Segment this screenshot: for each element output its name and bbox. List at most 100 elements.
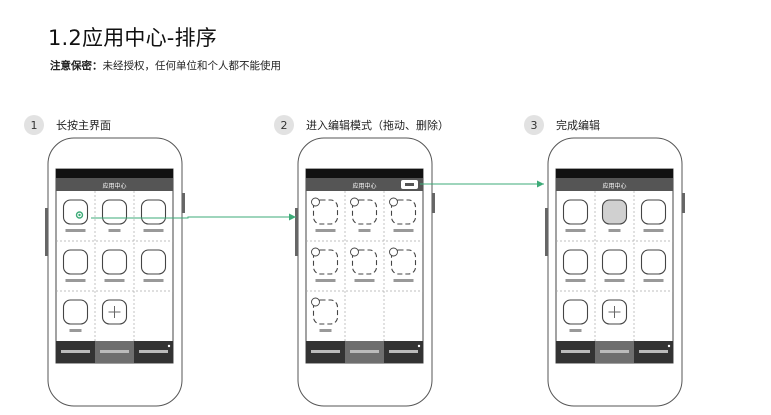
app-icon-shape[interactable] xyxy=(601,199,628,225)
app-icon-shape[interactable] xyxy=(62,249,89,275)
screen-header xyxy=(56,178,173,191)
app-label-placeholder xyxy=(604,279,625,282)
arrow-step1-to-step2 xyxy=(91,213,296,221)
done-button-mark xyxy=(405,183,414,186)
app-icon[interactable] xyxy=(389,197,417,232)
add-app-button[interactable] xyxy=(601,299,628,325)
step-3: 3 完成编辑 xyxy=(524,114,600,136)
app-icon[interactable] xyxy=(601,199,628,232)
app-icon-shape[interactable] xyxy=(351,199,378,225)
app-label-placeholder xyxy=(643,279,664,282)
app-icon-shape[interactable] xyxy=(640,199,667,225)
step-label: 进入编辑模式（拖动、删除） xyxy=(306,119,449,132)
phone-2: 应用中心 xyxy=(295,137,435,407)
app-icon[interactable] xyxy=(601,249,628,282)
app-icon[interactable] xyxy=(62,299,89,332)
step-number: 2 xyxy=(274,115,294,135)
side-button xyxy=(182,193,185,213)
app-icon-shape[interactable] xyxy=(562,299,589,325)
app-icon-shape[interactable] xyxy=(62,299,89,325)
tab-label-placeholder xyxy=(61,350,90,353)
step-2: 2 进入编辑模式（拖动、删除） xyxy=(274,114,449,136)
app-label-placeholder xyxy=(143,279,164,282)
app-icon[interactable] xyxy=(101,249,128,282)
app-icon[interactable] xyxy=(562,299,589,332)
app-label-placeholder xyxy=(65,229,86,232)
app-label-placeholder xyxy=(608,229,621,232)
app-label-placeholder xyxy=(393,279,414,282)
page-title: 1.2应用中心-排序 xyxy=(48,26,217,50)
app-icon[interactable] xyxy=(311,247,339,282)
step-number: 1 xyxy=(24,115,44,135)
app-icon[interactable] xyxy=(140,249,167,282)
app-label-placeholder xyxy=(393,229,414,232)
delete-badge-icon[interactable] xyxy=(311,197,320,207)
app-icon-shape[interactable] xyxy=(640,249,667,275)
tab-label-placeholder xyxy=(639,350,668,353)
delete-badge-icon[interactable] xyxy=(350,197,359,207)
header-title: 应用中心 xyxy=(352,182,376,190)
phone-3: 应用中心 xyxy=(545,137,685,407)
screen-header xyxy=(306,178,423,191)
done-button[interactable] xyxy=(401,180,418,189)
app-icon[interactable] xyxy=(62,199,89,232)
app-icon[interactable] xyxy=(350,247,378,282)
step-label: 完成编辑 xyxy=(556,119,600,132)
app-icon-shape[interactable] xyxy=(101,199,128,225)
app-icon-shape[interactable] xyxy=(390,199,417,225)
status-bar xyxy=(56,169,173,178)
app-icon-shape[interactable] xyxy=(140,249,167,275)
step-label: 长按主界面 xyxy=(56,119,111,132)
app-label-placeholder xyxy=(315,229,336,232)
app-icon-shape[interactable] xyxy=(312,249,339,275)
app-icon-shape[interactable] xyxy=(101,249,128,275)
tab-indicator-dot xyxy=(167,344,171,348)
delete-badge-icon[interactable] xyxy=(311,247,320,257)
tab-label-placeholder xyxy=(311,350,340,353)
tab-label-placeholder xyxy=(600,350,629,353)
app-label-placeholder xyxy=(358,229,371,232)
app-label-placeholder xyxy=(108,229,121,232)
app-icon-shape[interactable] xyxy=(62,199,89,225)
status-bar xyxy=(556,169,673,178)
app-icon-shape[interactable] xyxy=(601,249,628,275)
app-icon[interactable] xyxy=(350,197,378,232)
app-icon-shape[interactable] xyxy=(312,299,339,325)
app-icon[interactable] xyxy=(562,249,589,282)
app-label-placeholder xyxy=(643,229,664,232)
delete-badge-icon[interactable] xyxy=(389,247,398,257)
tab-label-placeholder xyxy=(561,350,590,353)
tab-label-placeholder xyxy=(389,350,418,353)
app-icon-shape[interactable] xyxy=(140,199,167,225)
delete-badge-icon[interactable] xyxy=(350,247,359,257)
step-number: 3 xyxy=(524,115,544,135)
app-icon[interactable] xyxy=(62,249,89,282)
app-icon-shape[interactable] xyxy=(562,199,589,225)
app-icon[interactable] xyxy=(311,197,339,232)
add-app-button[interactable] xyxy=(101,299,128,325)
arrow-head-icon xyxy=(537,180,544,188)
side-button xyxy=(682,193,685,213)
app-icon[interactable] xyxy=(389,247,417,282)
app-icon-shape[interactable] xyxy=(351,249,378,275)
tab-indicator-dot xyxy=(667,344,671,348)
app-icon[interactable] xyxy=(311,297,339,332)
delete-badge-icon[interactable] xyxy=(311,297,320,307)
delete-badge-icon[interactable] xyxy=(389,197,398,207)
app-icon[interactable] xyxy=(562,199,589,232)
app-icon[interactable] xyxy=(640,199,667,232)
app-icon[interactable] xyxy=(640,249,667,282)
tab-indicator-dot xyxy=(417,344,421,348)
confidential-note: 注意保密：未经授权，任何单位和个人都不能使用 xyxy=(50,58,281,73)
app-label-placeholder xyxy=(565,279,586,282)
side-button xyxy=(45,208,48,256)
tab-label-placeholder xyxy=(139,350,168,353)
app-icon-shape[interactable] xyxy=(312,199,339,225)
touch-point-center xyxy=(78,213,81,217)
app-label-placeholder xyxy=(354,279,375,282)
app-icon-shape[interactable] xyxy=(390,249,417,275)
arrow-line xyxy=(91,216,296,219)
tab-label-placeholder xyxy=(350,350,379,353)
app-icon-shape[interactable] xyxy=(562,249,589,275)
